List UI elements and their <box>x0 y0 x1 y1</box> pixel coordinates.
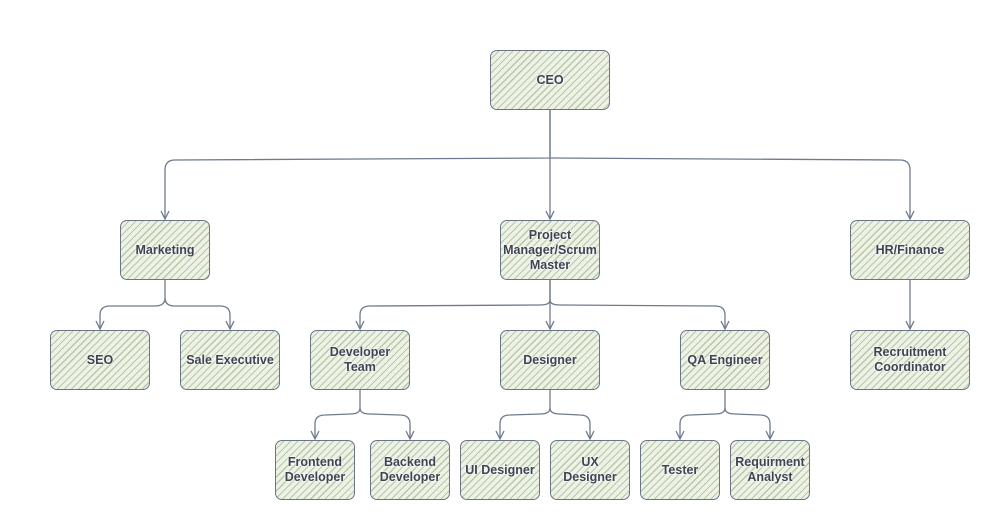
node-recruitment-coordinator[interactable]: Recruitment Coordinator <box>850 330 970 390</box>
node-label: UX Designer <box>563 455 617 484</box>
connector-marketing-seo <box>99 280 166 328</box>
arrowhead <box>905 210 915 221</box>
node-label: QA Engineer <box>687 352 763 367</box>
node-seo[interactable]: SEO <box>50 330 150 390</box>
node-label: UI Designer <box>465 462 535 477</box>
connector-ceo-hr <box>549 157 911 218</box>
connector-qa-tester <box>679 390 726 438</box>
connector-marketing-sale <box>164 297 231 328</box>
node-frontend-developer[interactable]: Frontend Developer <box>275 440 355 500</box>
node-sale-executive[interactable]: Sale Executive <box>180 330 280 390</box>
node-label: Sale Executive <box>186 352 274 367</box>
node-requirement-analyst[interactable]: Requirment Analyst <box>730 440 810 500</box>
node-label: Project Manager/Scrum Master <box>503 227 597 272</box>
connector-qa-analyst <box>724 407 771 438</box>
node-designer[interactable]: Designer <box>500 330 600 390</box>
node-backend-developer[interactable]: Backend Developer <box>370 440 450 500</box>
arrowhead <box>95 320 105 331</box>
node-label: Tester <box>661 462 699 477</box>
node-label: Developer Team <box>329 345 391 374</box>
arrowhead <box>675 430 685 441</box>
node-label: Marketing <box>135 242 195 257</box>
node-project-manager[interactable]: Project Manager/Scrum Master <box>500 220 600 280</box>
node-developer-team[interactable]: Developer Team <box>310 330 410 390</box>
node-label: SEO <box>86 352 114 367</box>
arrowhead <box>720 320 730 331</box>
connector-devteam-frontend <box>314 390 361 438</box>
arrowhead <box>405 430 415 441</box>
node-ux-designer[interactable]: UX Designer <box>550 440 630 500</box>
node-label: Designer <box>523 352 577 367</box>
node-hr-finance[interactable]: HR/Finance <box>850 220 970 280</box>
node-ui-designer[interactable]: UI Designer <box>460 440 540 500</box>
node-ceo[interactable]: CEO <box>490 50 610 110</box>
node-marketing[interactable]: Marketing <box>120 220 210 280</box>
arrowhead <box>225 320 235 331</box>
connector-pm-devteam <box>359 280 551 328</box>
arrowhead <box>905 320 915 331</box>
node-tester[interactable]: Tester <box>640 440 720 500</box>
node-qa-engineer[interactable]: QA Engineer <box>680 330 770 390</box>
connector-devteam-backend <box>359 407 411 438</box>
node-label: Backend Developer <box>379 455 441 484</box>
connector-designer-ux <box>549 407 591 438</box>
connector-ceo-marketing <box>164 110 551 218</box>
node-label: CEO <box>536 72 564 87</box>
connector-designer-ui <box>499 390 551 438</box>
arrowhead <box>585 430 595 441</box>
node-label: Recruitment Coordinator <box>873 345 947 374</box>
node-label: HR/Finance <box>875 242 945 257</box>
arrowhead <box>160 210 170 221</box>
arrowhead <box>765 430 775 441</box>
node-label: Requirment Analyst <box>735 455 805 484</box>
arrowhead <box>495 430 505 441</box>
arrowhead <box>310 430 320 441</box>
arrowhead <box>545 210 555 221</box>
connector-pm-qa <box>549 299 726 328</box>
arrowhead <box>355 320 365 331</box>
node-label: Frontend Developer <box>284 455 346 484</box>
arrowhead <box>545 320 555 331</box>
